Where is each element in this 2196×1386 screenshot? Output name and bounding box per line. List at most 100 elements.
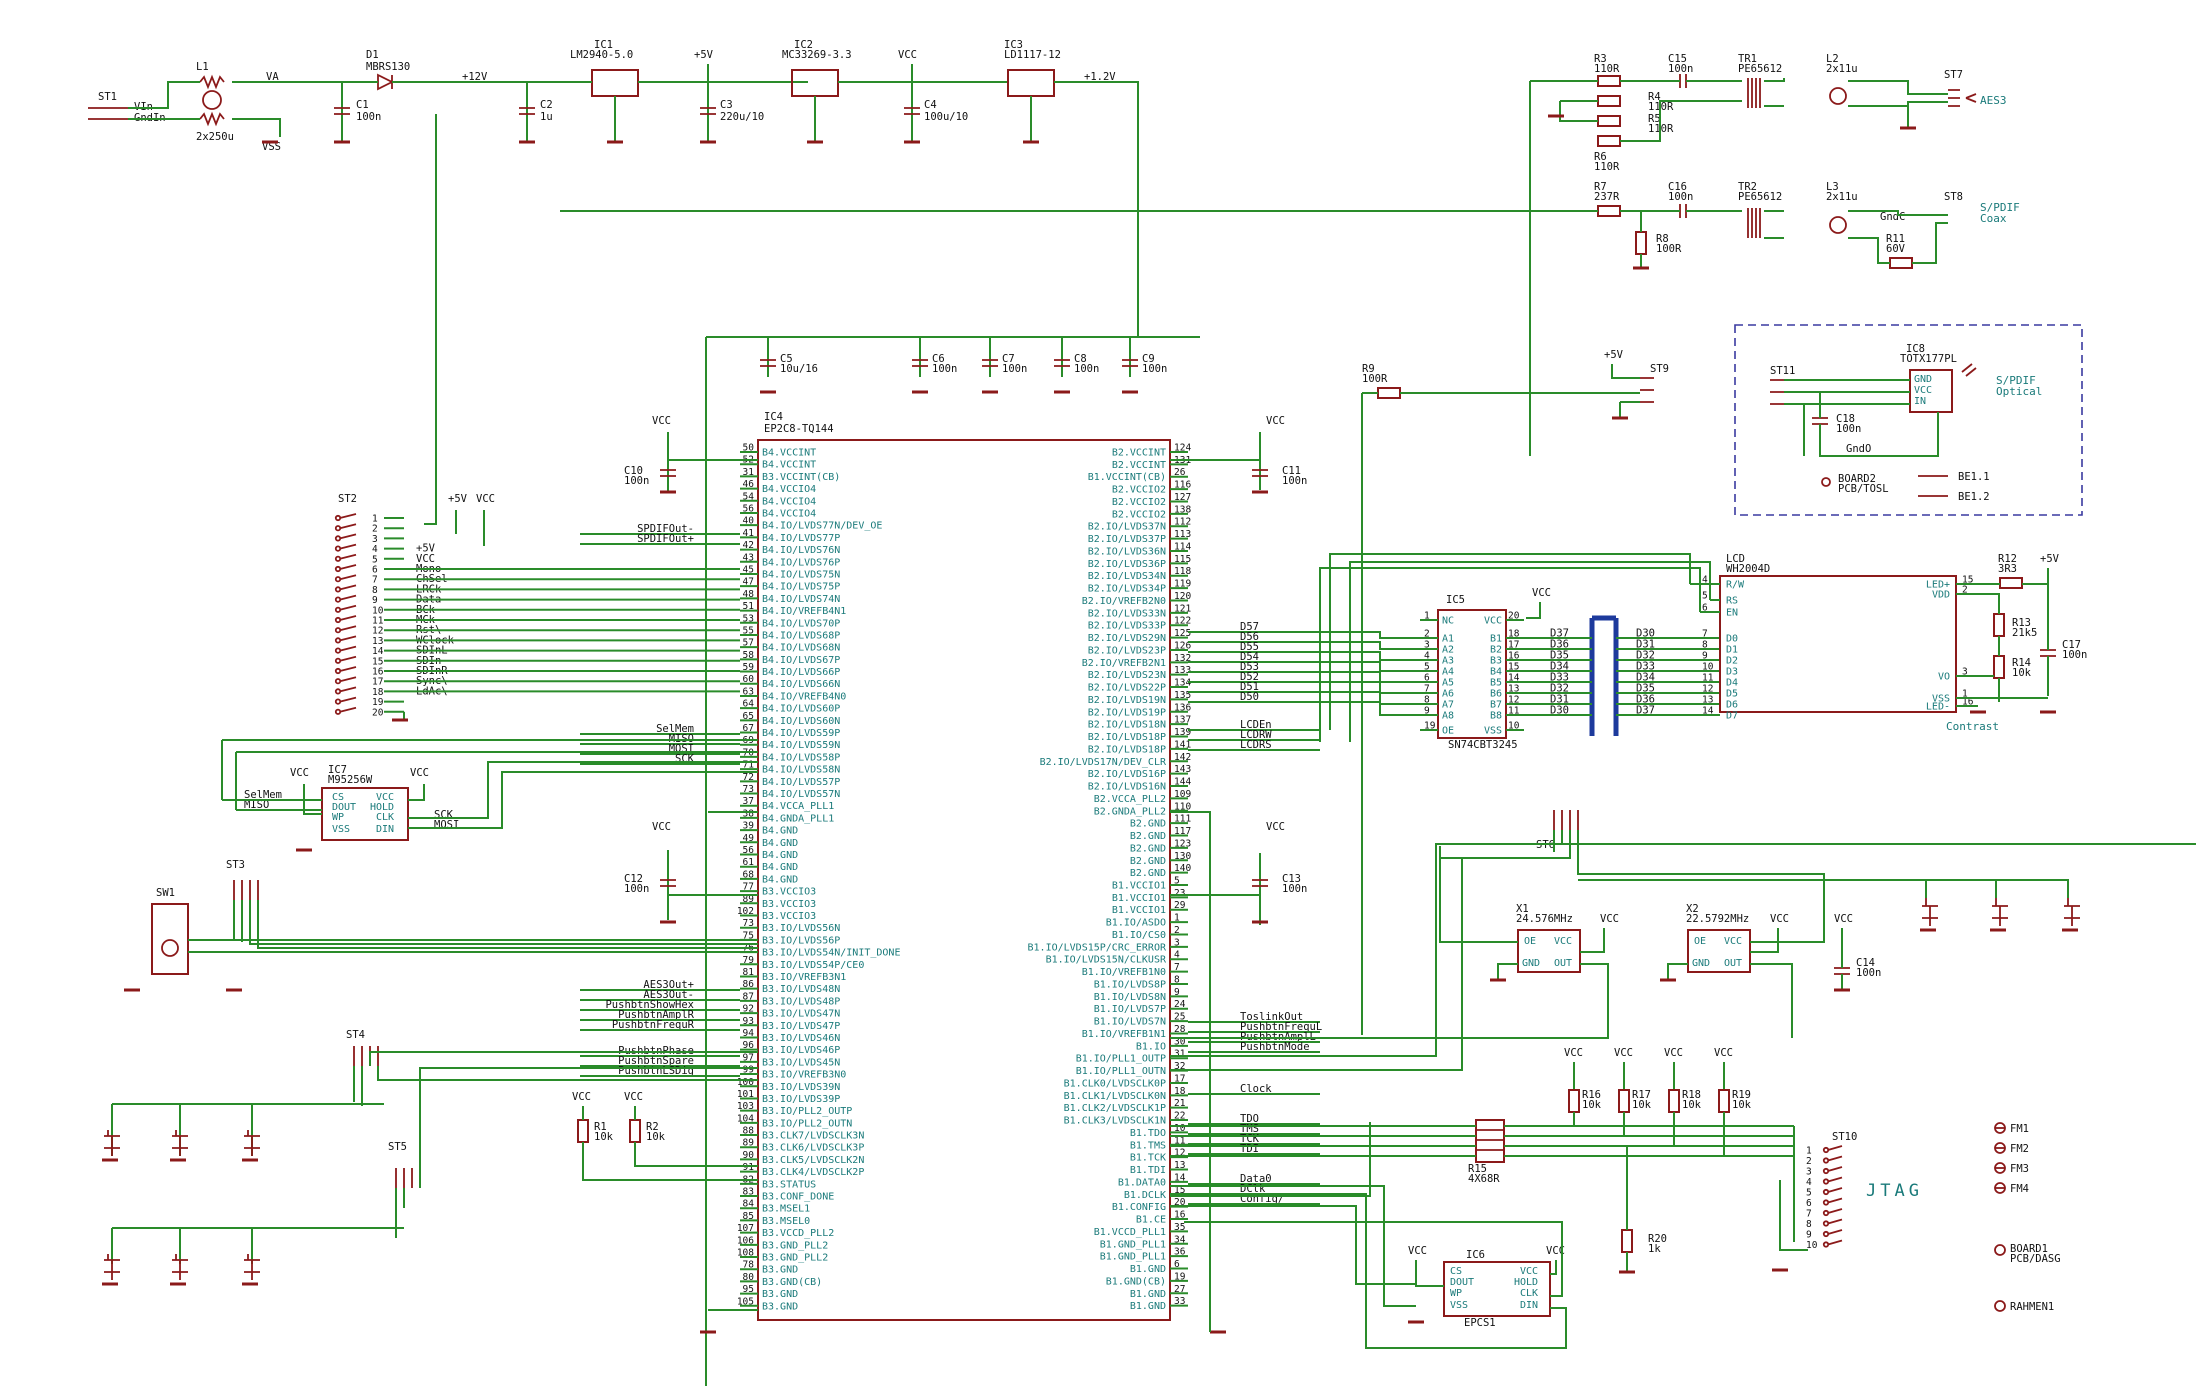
st10-pin-number: 9 bbox=[1806, 1230, 1812, 1241]
st10-pin-dot bbox=[1822, 1146, 1830, 1154]
ic4-right-pin-name: B1.TCK bbox=[1130, 1153, 1166, 1164]
c11-value: 100n bbox=[1282, 475, 1307, 487]
ic4-left-pin-name: B3.VCCD_PLL2 bbox=[762, 1228, 834, 1239]
fm-label: FM1 bbox=[2010, 1123, 2029, 1135]
ic5-right-pin-number: 14 bbox=[1508, 673, 1520, 684]
ic4-left-pin-number: 85 bbox=[743, 1211, 754, 1222]
fpga-right-net-label: ToslinkOut bbox=[1240, 1011, 1303, 1023]
st2-pin-number: 14 bbox=[372, 646, 384, 657]
lcd-bus-net: D37 bbox=[1636, 705, 1655, 717]
ic4-left-pin-name: B4.IO/LVDS76N bbox=[762, 545, 840, 556]
ic4-right-pin-name: B1.IO/LVDS8N bbox=[1094, 992, 1166, 1003]
ic4-right-pin-number: 115 bbox=[1174, 554, 1191, 565]
c12-value: 100n bbox=[624, 883, 649, 895]
ic4-left-pin-number: 61 bbox=[743, 857, 755, 868]
ic4-left-pin-number: 59 bbox=[743, 662, 755, 673]
st2-pin-number: 20 bbox=[372, 707, 384, 718]
st2-pin-dot bbox=[334, 565, 342, 573]
st6-wires bbox=[1170, 830, 2196, 1071]
pullup-vcc: VCC bbox=[1614, 1047, 1633, 1059]
oscillator-grounds bbox=[1490, 978, 1850, 992]
ic7-ref: IC7 bbox=[328, 764, 347, 776]
ic6-pin-din: DIN bbox=[1520, 1300, 1538, 1311]
fpga-left-net-label: SPDIFOut+ bbox=[637, 533, 694, 545]
lcd-bus-net: D34 bbox=[1636, 672, 1655, 684]
ic4-right-pin-number: 139 bbox=[1174, 727, 1191, 738]
st2-pin-dot bbox=[334, 535, 342, 542]
ic4-left-pin-number: 84 bbox=[743, 1199, 755, 1210]
x1-pin-oe: OE bbox=[1524, 936, 1536, 947]
ic4-right-pin-name: B1.IO/LVDS7P bbox=[1094, 1004, 1166, 1015]
c17-value: 100n bbox=[2062, 649, 2087, 661]
ic4-right-pin-name: B2.IO/VREFB2N0 bbox=[1082, 596, 1166, 607]
ic4-left-pin-number: 96 bbox=[743, 1040, 755, 1051]
ic5-bus-net: D30 bbox=[1550, 705, 1569, 717]
ic4-right-pin-name: B2.IO/LVDS34N bbox=[1088, 571, 1166, 582]
ic6-wires bbox=[1170, 1193, 1567, 1349]
st9-wires bbox=[1361, 364, 1640, 1035]
aes3-output-section: R3 110R R4 110R R5 110R R6 110R C15 100n… bbox=[560, 53, 2020, 456]
ic4-left-pin-number: 93 bbox=[743, 1016, 754, 1027]
r12-body bbox=[1999, 577, 2023, 589]
st8-label: S/PDIF bbox=[1980, 201, 2020, 214]
ic3-ref: IC3 bbox=[1004, 39, 1023, 51]
st9-pins bbox=[1640, 377, 1654, 403]
st4-ref: ST4 bbox=[346, 1029, 365, 1041]
ic4-right-pin-number: 29 bbox=[1174, 900, 1186, 911]
ic4-right-pin-name: B1.VCCIO1 bbox=[1112, 893, 1166, 904]
ic5-left-pin-number: 1 bbox=[1424, 611, 1430, 622]
ic5-ref: IC5 bbox=[1446, 594, 1465, 606]
x2-pin-out: OUT bbox=[1724, 958, 1742, 969]
ic4-right-pin-number: 33 bbox=[1174, 1296, 1185, 1307]
st9-p5v: +5V bbox=[1604, 349, 1624, 361]
c4-plates bbox=[904, 107, 920, 115]
st10-pin-number: 10 bbox=[1806, 1240, 1818, 1251]
r9-body bbox=[1377, 387, 1401, 399]
pullup-ref: R18 bbox=[1682, 1089, 1701, 1101]
r14-ref: R14 bbox=[2012, 657, 2031, 669]
ic4-right-pin-name: B1.CLK3/LVDSCLK1N bbox=[1064, 1116, 1166, 1127]
ic4-left-pin-name: B4.IO/LVDS60P bbox=[762, 704, 840, 715]
st2-pin-stub bbox=[339, 655, 357, 662]
ic4-right-pin-number: 7 bbox=[1174, 962, 1180, 973]
oscillator-section: ST6 X1 24.576MHz OE VCC GND OUT VCC X2 2… bbox=[1170, 810, 2196, 1071]
ic4-right-pin-name: B2.IO/LVDS22P bbox=[1088, 683, 1166, 694]
r3-value: 110R bbox=[1594, 63, 1620, 75]
ic4-right-pin-name: B2.VCCINT bbox=[1112, 448, 1166, 459]
lcd-left-pin-number: 11 bbox=[1702, 673, 1714, 684]
ic4-value: EP2C8-TQ144 bbox=[764, 423, 834, 435]
r6-ref: R6 bbox=[1594, 151, 1607, 163]
ic4-left-pin-number: 43 bbox=[743, 552, 754, 563]
ic4-right-pin-number: 124 bbox=[1174, 443, 1191, 454]
ic4-right-pin-number: 2 bbox=[1174, 925, 1180, 936]
x1-pin-out: OUT bbox=[1554, 958, 1572, 969]
pullup-value: 10k bbox=[1732, 1099, 1752, 1111]
ic4-left-pin-name: B3.IO/VREFB3N1 bbox=[762, 972, 846, 983]
st2-pin-number: 15 bbox=[372, 656, 383, 667]
l1-value: 2x250u bbox=[196, 131, 234, 143]
st2-pin-dot bbox=[334, 555, 342, 562]
ic4-right-pin-name: B1.GND_PLL1 bbox=[1100, 1239, 1166, 1250]
lcd-left-pin-number: 10 bbox=[1702, 662, 1714, 673]
fm-label: FM2 bbox=[2010, 1143, 2029, 1155]
ic3-wires bbox=[1030, 81, 1139, 337]
ic4-right-pin-number: 132 bbox=[1174, 653, 1191, 664]
ic4-left-pin-number: 45 bbox=[743, 564, 754, 575]
ic4-left-pin-name: B3.IO/LVDS56P bbox=[762, 935, 840, 946]
ic4-right-pin-name: B1.GND(CB) bbox=[1106, 1276, 1166, 1287]
c4-ref: C4 bbox=[924, 99, 937, 111]
st2-pin-dot bbox=[334, 647, 342, 654]
fpga-right-net-label: D53 bbox=[1240, 661, 1259, 673]
ic4-left-pin-name: B3.GND_PLL2 bbox=[762, 1240, 828, 1251]
lcd-bus-net: D36 bbox=[1636, 694, 1655, 706]
ic3-value: LD1117-12 bbox=[1004, 49, 1061, 61]
lcd-left-pin-name: R/W bbox=[1726, 580, 1745, 591]
lcd-bus-net: D33 bbox=[1636, 661, 1655, 673]
c16-ref: C16 bbox=[1668, 181, 1687, 193]
ic4-left-pin-name: B3.GND_PLL2 bbox=[762, 1253, 828, 1264]
c10-value: 100n bbox=[624, 475, 649, 487]
c9-value: 100n bbox=[1142, 363, 1167, 375]
ic4-right-pin-number: 36 bbox=[1174, 1247, 1186, 1258]
st2-pin-number: 5 bbox=[372, 554, 378, 565]
tr1-ref: TR1 bbox=[1738, 53, 1757, 65]
